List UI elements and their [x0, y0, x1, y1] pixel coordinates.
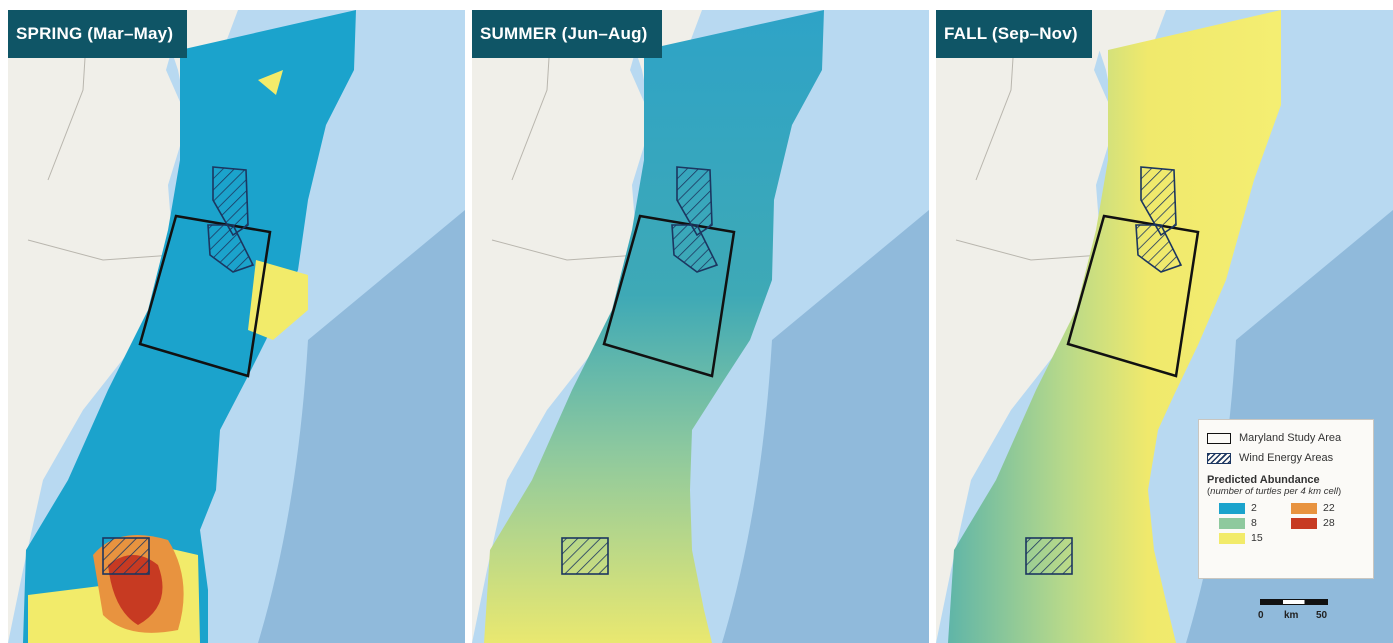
legend-paren-open: ( [1207, 486, 1211, 497]
panel-title: SPRING (Mar–May) [8, 10, 188, 58]
wind-energy-area [671, 224, 719, 273]
legend-paren-close: ) [1337, 486, 1342, 497]
legend-class: 28 [1291, 517, 1363, 529]
wind-energy-area [1025, 537, 1073, 575]
class-swatch [1219, 517, 1245, 529]
class-label: 15 [1251, 532, 1263, 544]
wind-energy-area [676, 166, 713, 237]
scale-end: 50 [1316, 610, 1328, 621]
scale-bar: 0 km 50 [1254, 599, 1336, 629]
legend-class: 2 [1219, 502, 1291, 514]
panel-title: SUMMER (Jun–Aug) [472, 10, 662, 58]
spring-map-panel: SPRING (Mar–May) [8, 10, 465, 643]
wind-energy-area [561, 537, 609, 575]
summer-map-panel: SUMMER (Jun–Aug) [472, 10, 929, 643]
legend-abundance-title: Predicted Abundance [1207, 474, 1320, 486]
class-swatch [1219, 502, 1245, 514]
class-swatch [1291, 502, 1317, 514]
wind-energy-area [1140, 166, 1177, 237]
study-area-swatch [1207, 432, 1231, 444]
wind-energy-area [212, 166, 249, 237]
panel-title: FALL (Sep–Nov) [936, 10, 1092, 58]
abundance-high-zone [258, 70, 283, 95]
legend-wind-areas: Wind Energy Areas [1207, 448, 1365, 468]
legend-class: 22 [1291, 502, 1363, 514]
class-label: 8 [1251, 517, 1257, 529]
wind-energy-area [102, 537, 150, 575]
wind-energy-area [1135, 224, 1183, 273]
legend-study-area: Maryland Study Area [1207, 428, 1365, 448]
scale-bar-graphic [1260, 599, 1328, 605]
abundance-gradient-zone [484, 10, 824, 643]
deep-water [722, 210, 929, 643]
summer-map [472, 10, 929, 643]
spring-map [8, 10, 465, 643]
legend-abundance-subtitle: (number of turtles per 4 km cell) [1207, 486, 1365, 497]
wind-area-swatch [1207, 452, 1231, 464]
class-swatch [1219, 532, 1245, 544]
abundance-low-zone [23, 10, 356, 643]
wind-energy-area [207, 224, 255, 273]
legend-class: 15 [1219, 532, 1291, 544]
scale-start: 0 [1258, 610, 1264, 621]
class-label: 22 [1323, 502, 1335, 514]
legend-abundance-units: number of turtles per 4 km cell [1210, 486, 1338, 497]
legend-classes: 2 22 8 28 15 [1207, 502, 1365, 544]
class-label: 28 [1323, 517, 1335, 529]
map-legend: Maryland Study Area Wind Energy Areas Pr… [1198, 419, 1374, 579]
class-swatch [1291, 517, 1317, 529]
abundance-gradient-zone [948, 10, 1281, 643]
scale-unit: km [1284, 610, 1299, 621]
legend-label: Maryland Study Area [1239, 432, 1342, 444]
class-label: 2 [1251, 502, 1257, 514]
deep-water [258, 210, 465, 643]
legend-label: Wind Energy Areas [1239, 452, 1334, 464]
legend-class: 8 [1219, 517, 1291, 529]
